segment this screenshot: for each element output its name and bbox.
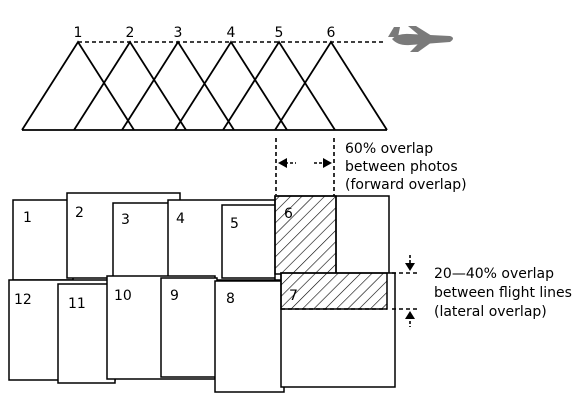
forward-overlap-hatch (274, 195, 337, 275)
top-flight-line-photos (12, 192, 390, 281)
photo-5 (221, 204, 281, 279)
photo-label-3: 3 (121, 212, 130, 228)
forward-arrowhead-right (323, 158, 332, 168)
exposure-label-3: 3 (174, 25, 183, 41)
camera-cones (21, 40, 388, 131)
lateral-overlap-hatch (280, 272, 388, 310)
lateral-arrowhead-bottom (405, 311, 415, 319)
exposure-label-2: 2 (126, 25, 135, 41)
forward-overlap-line-1: 60% overlap (345, 141, 433, 157)
photo-label-5: 5 (230, 216, 239, 232)
photo-label-12: 12 (14, 292, 32, 308)
forward-overlap-line-2: between photos (345, 159, 458, 175)
lateral-overlap-line-3: (lateral overlap) (434, 304, 547, 320)
exposure-label-5: 5 (275, 25, 284, 41)
photo-label-10: 10 (114, 288, 132, 304)
cone-2 (73, 40, 187, 131)
photo-1 (12, 199, 74, 281)
photo-label-8: 8 (226, 291, 235, 307)
bottom-flight-line-photos (8, 272, 396, 393)
photo-labels: 1 2 3 4 5 6 7 8 9 10 11 12 (14, 205, 298, 312)
cone-3 (121, 40, 235, 131)
photo-label-7: 7 (289, 288, 298, 304)
photo-label-4: 4 (176, 211, 185, 227)
lateral-overlap-line-2: between flight lines (434, 285, 572, 301)
photo-label-9: 9 (170, 288, 179, 304)
exposure-label-1: 1 (74, 25, 83, 41)
photo-label-2: 2 (75, 205, 84, 221)
forward-arrowhead-left (278, 158, 287, 168)
photo-8 (214, 280, 285, 393)
cone-6 (274, 40, 388, 131)
photo-label-11: 11 (68, 296, 86, 312)
lateral-arrowhead-top (405, 263, 415, 271)
forward-overlap-line-3: (forward overlap) (345, 177, 467, 193)
exposure-label-6: 6 (327, 25, 336, 41)
airplane-icon (388, 26, 453, 52)
exposure-labels: 1 2 3 4 5 6 (74, 25, 336, 41)
photo-9 (160, 277, 218, 378)
cone-5 (222, 40, 336, 131)
photo-label-6: 6 (284, 206, 293, 222)
photo-label-1: 1 (23, 210, 32, 226)
cone-4 (174, 40, 288, 131)
lateral-overlap-line-1: 20—40% overlap (434, 266, 554, 282)
photo-11 (57, 283, 116, 384)
cone-1 (21, 40, 135, 131)
exposure-label-4: 4 (227, 25, 236, 41)
lateral-overlap-indicator (392, 255, 420, 327)
